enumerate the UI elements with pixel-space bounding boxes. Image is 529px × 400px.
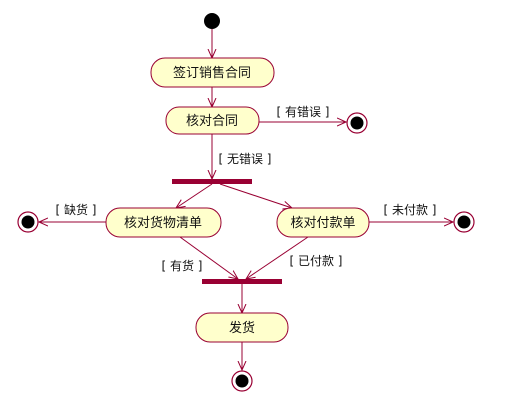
guard-out-of-stock: [ 缺货 ] xyxy=(56,202,97,217)
initial-node xyxy=(204,13,220,29)
guard-in-stock: [ 有货 ] xyxy=(162,258,203,273)
guard-paid: [ 已付款 ] xyxy=(290,254,343,268)
activity-sign-contract[interactable]: 签订销售合同 xyxy=(150,57,275,88)
guard-no-error: [ 无错误 ] xyxy=(219,152,272,166)
guard-has-error: [ 有错误 ] xyxy=(277,105,330,119)
final-node-end xyxy=(231,370,253,392)
activity-ship-goods-label: 发货 xyxy=(229,320,255,336)
final-node-unpaid xyxy=(453,211,475,233)
transition-fork-to-payment-order xyxy=(219,183,292,208)
activity-check-payment-order-label: 核对付款单 xyxy=(290,216,355,231)
activity-ship-goods[interactable]: 发货 xyxy=(195,312,289,343)
guard-unpaid: [ 未付款 ] xyxy=(384,203,437,217)
activity-sign-contract-label: 签订销售合同 xyxy=(173,65,251,81)
activity-check-contract[interactable]: 核对合同 xyxy=(165,106,260,135)
activity-check-contract-label: 核对合同 xyxy=(186,114,238,129)
final-node-out-of-stock xyxy=(17,211,39,233)
activity-check-goods-list[interactable]: 核对货物清单 xyxy=(105,207,222,238)
fork-bar xyxy=(172,179,252,184)
transition-paid xyxy=(246,236,309,279)
activity-check-payment-order[interactable]: 核对付款单 xyxy=(276,207,370,238)
join-bar xyxy=(202,279,282,284)
final-node-error xyxy=(346,112,368,134)
transition-fork-to-goods-list xyxy=(176,183,213,208)
activity-check-goods-list-label: 核对货物清单 xyxy=(124,215,202,231)
transition-in-stock xyxy=(179,236,238,279)
